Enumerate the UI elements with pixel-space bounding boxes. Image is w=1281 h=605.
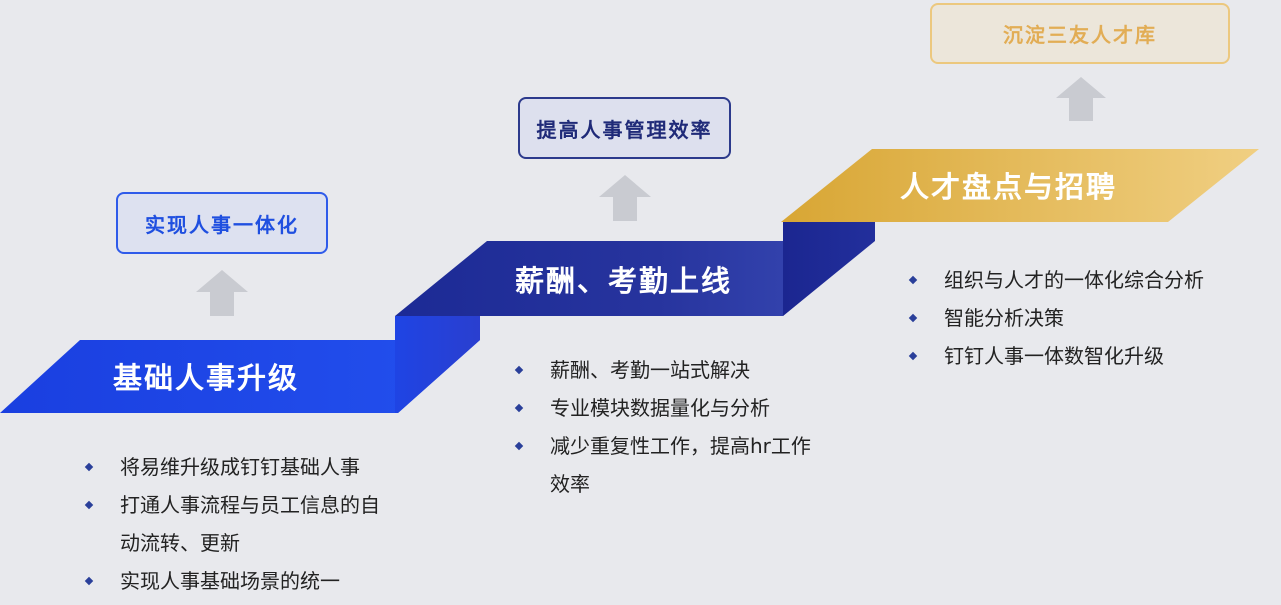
up-arrow-icon	[1056, 77, 1106, 121]
list-item: 专业模块数据量化与分析	[516, 389, 816, 427]
list-item: 组织与人才的一体化综合分析	[910, 261, 1240, 299]
step-3-bullet-list: 组织与人才的一体化综合分析 智能分析决策 钉钉人事一体数智化升级	[910, 261, 1240, 375]
list-item: 智能分析决策	[910, 299, 1240, 337]
step-2-title: 薪酬、考勤上线	[515, 264, 733, 298]
step-2-band	[395, 241, 873, 316]
list-item: 薪酬、考勤一站式解决	[516, 351, 816, 389]
step-1-band	[0, 340, 480, 413]
step-1-goal-label: 实现人事一体化	[145, 212, 299, 237]
step-1-riser	[395, 316, 480, 413]
up-arrow-icon	[196, 270, 248, 316]
list-item: 减少重复性工作，提高hr工作效率	[516, 427, 816, 503]
list-item: 实现人事基础场景的统一	[86, 562, 386, 600]
step-1-bullet-list: 将易维升级成钉钉基础人事 打通人事流程与员工信息的自动流转、更新 实现人事基础场…	[86, 448, 386, 600]
step-3-band	[781, 149, 1259, 222]
list-item: 将易维升级成钉钉基础人事	[86, 448, 386, 486]
step-1-goal-box: 实现人事一体化	[116, 192, 328, 254]
list-item: 打通人事流程与员工信息的自动流转、更新	[86, 486, 386, 562]
step-3-goal-label: 沉淀三友人才库	[1003, 23, 1157, 47]
step-2-riser	[783, 222, 875, 316]
list-item: 钉钉人事一体数智化升级	[910, 337, 1240, 375]
step-2-goal-box: 提高人事管理效率	[518, 97, 731, 159]
up-arrow-icon	[599, 175, 651, 221]
step-3-title: 人才盘点与招聘	[900, 170, 1118, 204]
step-3-goal-box: 沉淀三友人才库	[930, 3, 1230, 64]
step-2-bullet-list: 薪酬、考勤一站式解决 专业模块数据量化与分析 减少重复性工作，提高hr工作效率	[516, 351, 816, 503]
step-1-title: 基础人事升级	[113, 361, 300, 395]
step-2-goal-label: 提高人事管理效率	[536, 117, 713, 142]
